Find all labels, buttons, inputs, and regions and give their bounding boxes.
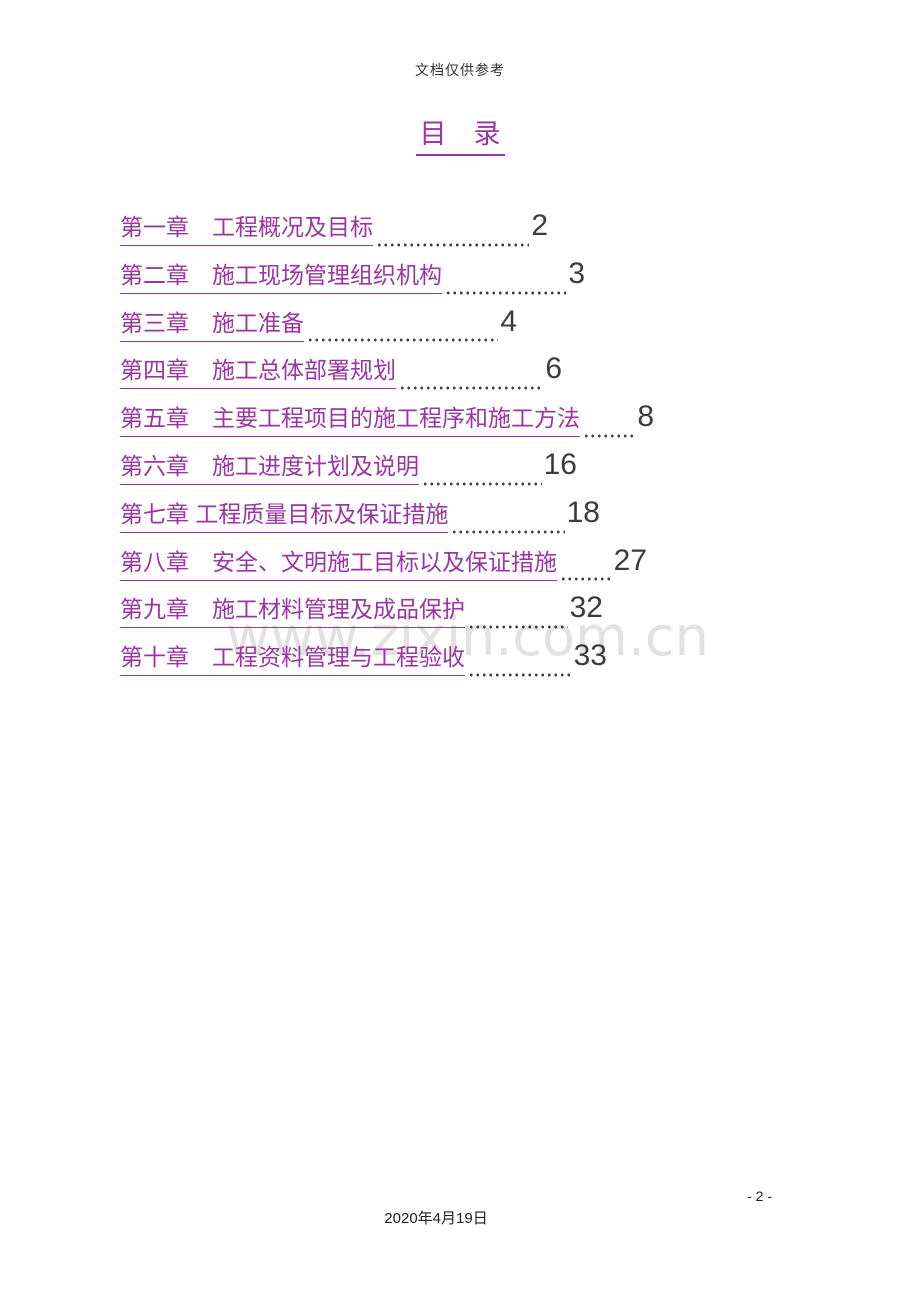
toc-page-number: 6 <box>545 352 562 386</box>
toc-dot-leader <box>445 290 567 295</box>
toc-entry[interactable]: 第二章 施工现场管理组织机构 3 <box>120 256 585 304</box>
toc-entry-label[interactable]: 第十章 工程资料管理与工程验收 <box>120 638 465 677</box>
toc-entry[interactable]: 第六章 施工进度计划及说明 16 <box>120 447 577 495</box>
toc-page-number: 33 <box>573 639 607 673</box>
toc-entry-label[interactable]: 第六章 施工进度计划及说明 <box>120 447 419 485</box>
toc-entry-label[interactable]: 第四章 施工总体部署规划 <box>120 351 396 390</box>
toc-list: 第一章 工程概况及目标 2 第二章 施工现场管理组织机构 3 第三章 施工准备 … <box>120 208 654 686</box>
footer-page-number: - 2 - <box>747 1188 772 1204</box>
toc-entry-label[interactable]: 第一章 工程概况及目标 <box>120 208 373 246</box>
toc-entry-label[interactable]: 第八章 安全、文明施工目标以及保证措施 <box>120 543 557 581</box>
toc-entry[interactable]: 第九章 施工材料管理及成品保护 32 <box>120 590 603 638</box>
toc-dot-leader <box>468 625 568 630</box>
toc-entry-label[interactable]: 第七章 工程质量目标及保证措施 <box>120 495 449 533</box>
toc-page-number: 4 <box>500 304 517 338</box>
toc-dot-leader <box>451 529 565 534</box>
toc-entry[interactable]: 第七章 工程质量目标及保证措施 18 <box>120 495 600 543</box>
toc-dot-leader <box>422 481 542 486</box>
toc-entry[interactable]: 第十章 工程资料管理与工程验收 33 <box>120 638 607 686</box>
page-title-wrap: 目 录 <box>0 112 920 156</box>
watermark-text: www.zixin.com.cn <box>226 605 709 668</box>
toc-dot-leader <box>468 672 572 677</box>
toc-entry[interactable]: 第八章 安全、文明施工目标以及保证措施 27 <box>120 543 647 591</box>
toc-page-number: 32 <box>569 591 603 625</box>
toc-entry-label[interactable]: 第五章 主要工程项目的施工程序和施工方法 <box>120 399 580 438</box>
toc-entry[interactable]: 第四章 施工总体部署规划 6 <box>120 351 562 399</box>
header-note: 文档仅供参考 <box>415 62 505 78</box>
toc-page-number: 2 <box>531 209 548 242</box>
toc-entry[interactable]: 第一章 工程概况及目标 2 <box>120 208 548 256</box>
toc-entry[interactable]: 第三章 施工准备 4 <box>120 304 517 352</box>
toc-page-number: 27 <box>613 543 647 577</box>
toc-page-number: 18 <box>566 495 600 529</box>
toc-dot-leader <box>583 433 636 438</box>
toc-page-number: 8 <box>637 400 654 434</box>
toc-page-number: 16 <box>543 447 577 481</box>
toc-entry[interactable]: 第五章 主要工程项目的施工程序和施工方法 8 <box>120 399 654 447</box>
toc-entry-label[interactable]: 第三章 施工准备 <box>120 304 304 342</box>
toc-page-number: 3 <box>568 256 585 290</box>
toc-dot-leader <box>307 338 499 343</box>
toc-dot-leader <box>376 242 530 247</box>
toc-dot-leader <box>399 386 544 391</box>
footer-date: 2020年4月19日 <box>384 1210 488 1227</box>
toc-entry-label[interactable]: 第九章 施工材料管理及成品保护 <box>120 590 465 629</box>
toc-dot-leader <box>560 577 612 582</box>
page-title: 目 录 <box>415 112 505 156</box>
toc-entry-label[interactable]: 第二章 施工现场管理组织机构 <box>120 256 442 294</box>
